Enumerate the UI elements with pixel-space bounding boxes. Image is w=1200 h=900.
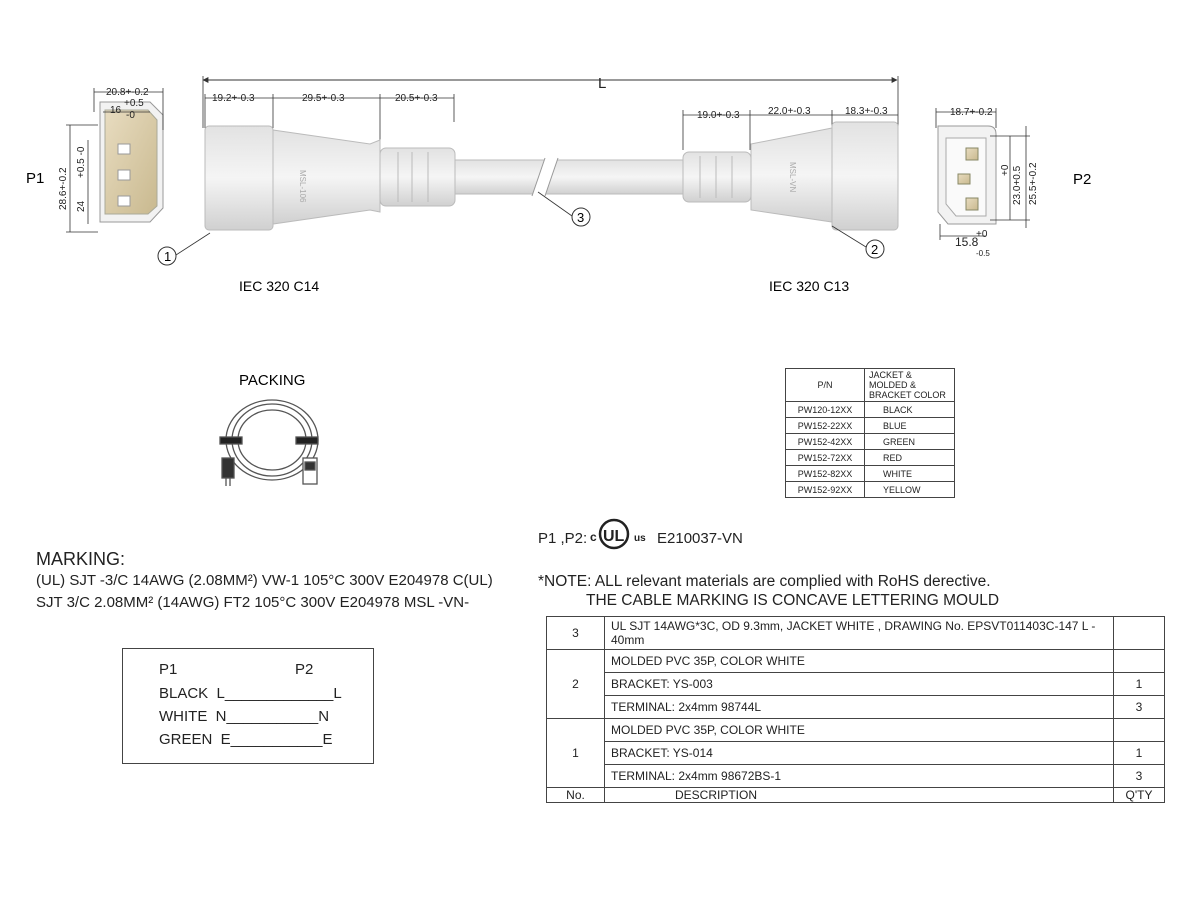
color-header: JACKET & MOLDED & BRACKET COLOR [864,368,955,402]
svg-text:MSL-VN: MSL-VN [788,162,797,192]
c14-plug-side-view: MSL-106 [204,125,456,231]
cable [449,157,691,197]
pn-cell: PW152-82XX [785,465,865,482]
svg-text:c: c [590,530,597,544]
part-number-color-table: P/N JACKET & MOLDED & BRACKET COLOR PW12… [785,368,955,498]
bill-of-materials-table: 3 UL SJT 14AWG*3C, OD 9.3mm, JACKET WHIT… [546,616,1165,803]
p1-height-tol: +0.5 -0 [76,146,87,178]
svg-text:MSL-106: MSL-106 [298,170,307,203]
color-cell: YELLOW [864,481,955,498]
marking-title: MARKING: [36,549,126,569]
pn-cell: PW152-22XX [785,417,865,434]
c14-segment-dimensions: 19.2+-0.3 29.5+-0.3 20.5+-0.3 [204,93,455,140]
pn-cell: PW152-92XX [785,481,865,498]
callout-2: 2 [831,225,885,259]
marking-line-2: SJT 3/C 2.08MM² (14AWG) FT2 105°C 300V E… [36,594,470,611]
p1-label: P1 [26,170,44,187]
callout-1: 1 [157,232,211,266]
wiring-header-p1: P1 [159,661,178,678]
table-row: 2 MOLDED PVC 35P, COLOR WHITE [546,649,1165,719]
marking-block: MARKING: (UL) SJT -3/C 14AWG (2.08MM²) V… [36,548,493,614]
p2-h1-dim: 23.0+0.5 [1012,165,1023,205]
overall-length-dimension: L [202,75,899,128]
p2-label: P2 [1073,171,1091,188]
callout-3: 3 [537,191,591,227]
table-row: BRACKET: YS-014 1 [547,741,1165,765]
c13-label: IEC 320 C13 [769,278,849,294]
pn-header: P/N [785,368,865,402]
overall-length-label: L [598,75,606,92]
c13-segment-dimensions: 19.0+-0.3 22.0+-0.3 18.3+-0.3 [682,106,898,150]
note-line-2: THE CABLE MARKING IS CONCAVE LETTERING M… [586,592,1000,609]
wiring-table: P1 P2 BLACK L_____________L WHITE N_____… [122,648,374,764]
color-cell: WHITE [864,465,955,482]
p2-h1-tol: +0 [1000,164,1011,176]
table-row: 3 UL SJT 14AWG*3C, OD 9.3mm, JACKET WHIT… [546,616,1165,650]
color-cell: BLUE [864,417,955,434]
p2-width-dim: 18.7+-0.2 [950,107,993,118]
p2-bottom-tol-plus: +0 [976,229,988,240]
svg-text:us: us [634,533,646,544]
p2-bottom-dim: 15.8 [955,235,979,249]
p2-bottom-tol-minus: -0.5 [976,249,990,258]
svg-text:3: 3 [577,210,584,225]
table-row: BRACKET: YS-003 1 [547,672,1165,696]
c14-label: IEC 320 C14 [239,278,319,294]
pn-cell: PW152-42XX [785,433,865,450]
p2-h2-dim: 25.5+-0.2 [1028,162,1039,205]
p1-inner-tol-minus: -0 [126,110,135,121]
p1-inner-width-dim: 16 [110,105,122,116]
wiring-row-black: BLACK L_____________L [159,685,342,702]
color-cell: RED [864,449,955,466]
pn-cell: PW120-12XX [785,401,865,418]
p1-inner-tol-plus: +0.5 [124,98,144,109]
wiring-row-green: GREEN E___________E [159,731,333,748]
table-row: TERMINAL: 2x4mm 98672BS-1 3 [547,764,1165,788]
wiring-header-p2: P2 [295,661,314,678]
packing-label: PACKING [239,372,305,389]
color-cell: GREEN [864,433,955,450]
c14-seg3-dim: 20.5+-0.3 [395,93,438,104]
svg-text:P1 ,P2:: P1 ,P2: [538,530,587,547]
note-block: *NOTE: ALL relevant materials are compli… [538,572,999,610]
color-cell: BLACK [864,401,955,418]
svg-text:2: 2 [871,242,878,257]
p1-inner-height-dim: 24 [76,200,87,212]
cert-number: E210037-VN [657,530,743,547]
p1-width-dim: 20.8+-0.2 [106,87,149,98]
note-line-1: *NOTE: ALL relevant materials are compli… [538,573,991,590]
c13-seg3-dim: 18.3+-0.3 [845,106,888,117]
ul-certification-logo: P1 ,P2: c UL us E210037-VN [538,518,743,550]
p1-end-view [66,88,164,233]
table-footer-row: No. DESCRIPTION Q'TY [546,787,1165,803]
c14-seg1-dim: 19.2+-0.3 [212,93,255,104]
svg-text:UL: UL [603,528,625,545]
c13-seg1-dim: 19.0+-0.3 [697,110,740,121]
table-row: TERMINAL: 2x4mm 98744L 3 [547,695,1165,719]
svg-text:1: 1 [164,249,171,264]
c13-seg2-dim: 22.0+-0.3 [768,106,811,117]
marking-line-1: (UL) SJT -3/C 14AWG (2.08MM²) VW-1 105°C… [36,572,493,589]
pn-cell: PW152-72XX [785,449,865,466]
wiring-row-white: WHITE N___________N [159,708,330,725]
p2-end-view [935,108,1030,240]
c13-connector-side-view: MSL-VN [682,121,899,231]
p1-height-dim: 28.6+-0.2 [58,167,69,210]
packing-coil-illustration [219,399,319,486]
c14-seg2-dim: 29.5+-0.3 [302,93,345,104]
table-row: 1 MOLDED PVC 35P, COLOR WHITE [546,718,1165,788]
